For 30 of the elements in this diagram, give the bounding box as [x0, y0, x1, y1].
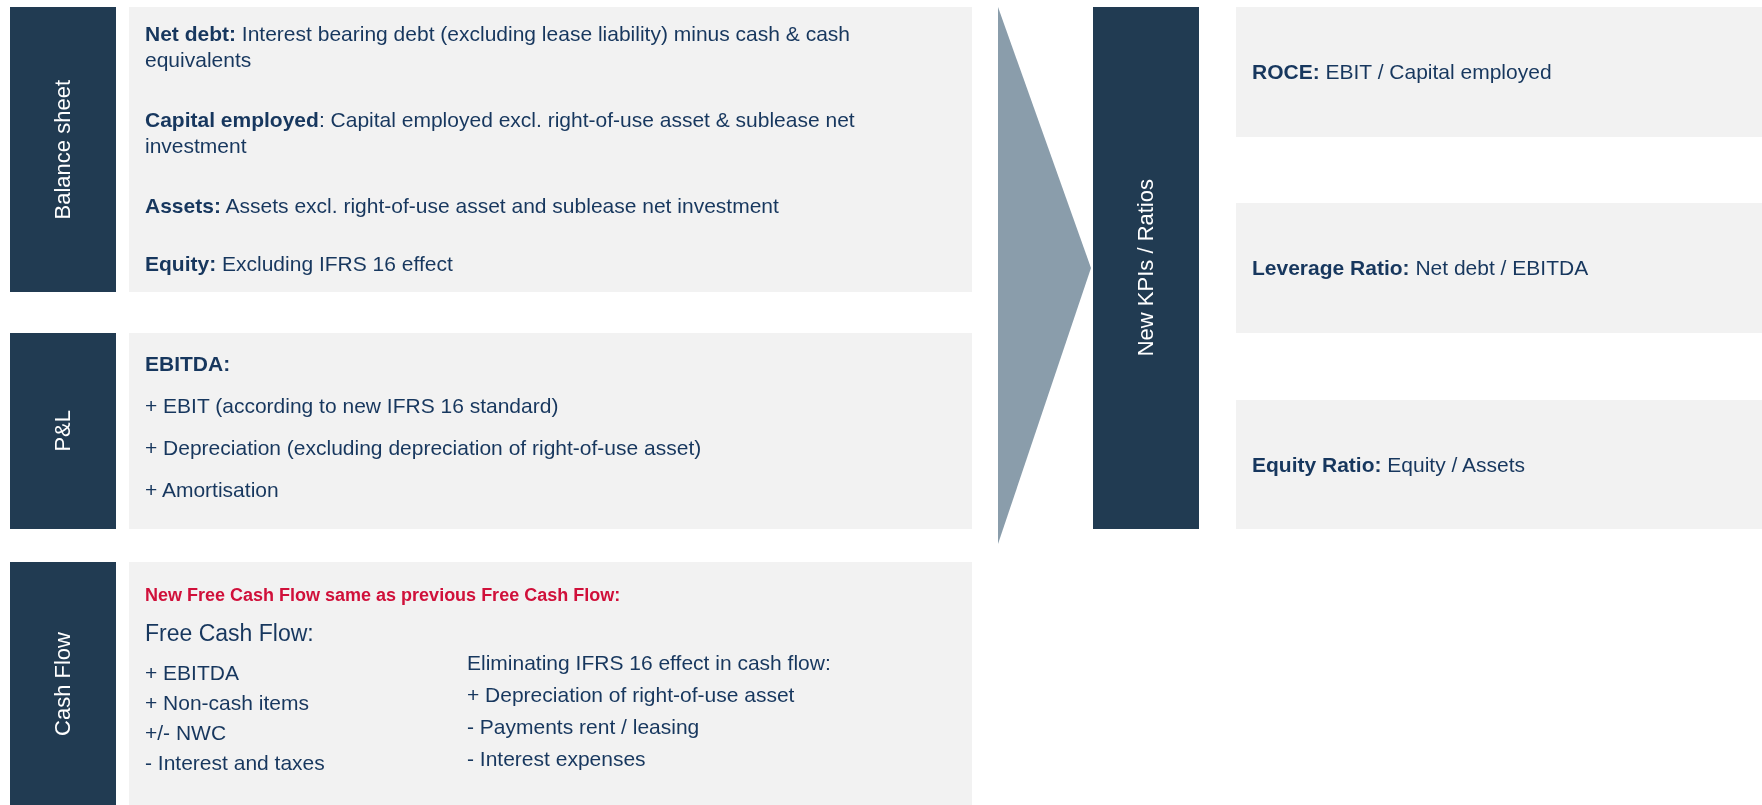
section-label — [10, 333, 116, 529]
definition-text: + Amortisation — [145, 477, 280, 503]
definition-text: ROCE: EBIT / Capital employed — [1252, 59, 1553, 85]
section-title: Balance sheet — [50, 79, 76, 220]
definition-text: + Non-cash items — [145, 690, 310, 716]
section-label — [10, 562, 116, 805]
definition-text: - Interest expenses — [467, 746, 647, 772]
definition-text: - Interest and taxes — [145, 750, 326, 776]
definition-text: +/- NWC — [145, 720, 228, 746]
highlight-note: New Free Cash Flow same as previous Free Cash Flow: — [145, 584, 622, 607]
definition-text: + EBIT (according to new IFRS 16 standard) — [145, 393, 560, 419]
definition-text: Leverage Ratio: Net debt / EBITDA — [1252, 255, 1590, 281]
section-title: New KPIs / Ratios — [1133, 179, 1159, 357]
definition-text: Equity: Excluding IFRS 16 effect — [145, 251, 454, 277]
definition-text: + Depreciation (excluding depreciation of right-of-use asset) — [145, 435, 703, 461]
definition-text: + Depreciation of right-of-use asset — [467, 682, 796, 708]
definition-text: Capital employed: Capital employed excl. right-of-use asset & sublease net investment — [145, 107, 856, 159]
definition-text: + EBITDA — [145, 660, 240, 686]
definition-text: Eliminating IFRS 16 effect in cash flow: — [467, 650, 832, 676]
definition-text: Assets: Assets excl. right-of-use asset and sublease net investment — [145, 193, 780, 219]
section-label — [1093, 7, 1199, 529]
section-label — [10, 7, 116, 292]
chevron-arrow — [998, 7, 1091, 544]
section-title: Cash Flow — [50, 631, 76, 736]
section-title: P&L — [50, 410, 76, 452]
definition-text: - Payments rent / leasing — [467, 714, 701, 740]
definition-text: Equity Ratio: Equity / Assets — [1252, 452, 1527, 478]
definition-text: Free Cash Flow: — [145, 620, 315, 646]
definition-text: Net debt: Interest bearing debt (excluding lease liability) minus cash & cash equivalents — [145, 21, 851, 73]
heading-text: EBITDA: — [145, 351, 232, 377]
